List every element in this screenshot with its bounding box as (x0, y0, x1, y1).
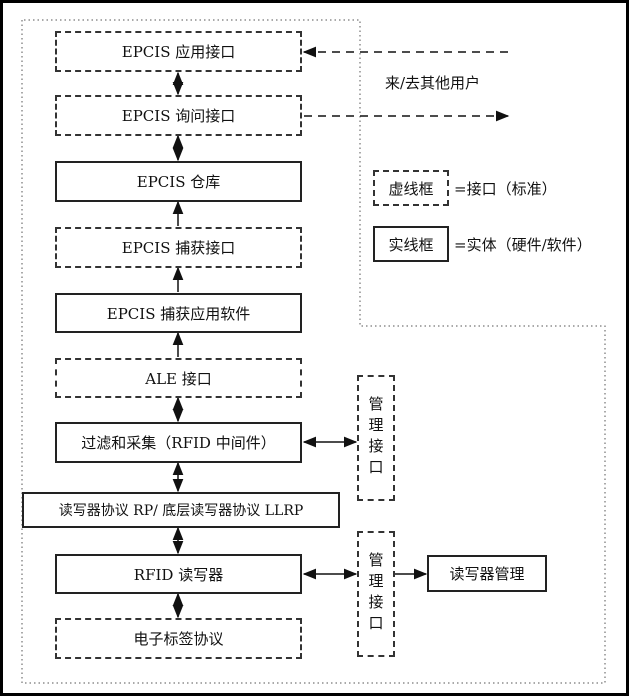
epcis-app-interface-label: EPCIS 应用接口 (121, 43, 236, 61)
reader-protocol-box: 读写器协议 RP/ 底层读写器协议 LLRP (22, 492, 340, 528)
legend-solid-box: 实线框 (373, 226, 449, 262)
epcis-query-interface-box: EPCIS 询问接口 (55, 95, 302, 136)
epcis-capture-interface-box: EPCIS 捕获接口 (55, 227, 302, 268)
epcis-app-interface-box: EPCIS 应用接口 (55, 31, 302, 72)
epcis-query-interface-label: EPCIS 询问接口 (121, 107, 236, 125)
other-users-label: 来/去其他用户 (385, 74, 481, 92)
epcis-repository-box: EPCIS 仓库 (55, 161, 302, 202)
tag-protocol-box: 电子标签协议 (55, 618, 302, 659)
mgmt-interface-box-upper: 管理接口 (357, 375, 395, 501)
ale-interface-label: ALE 接口 (145, 369, 212, 388)
rfid-reader-label: RFID 读写器 (133, 565, 224, 584)
reader-management-box: 读写器管理 (427, 555, 547, 592)
mgmt-interface-label-upper: 管理接口 (366, 396, 385, 480)
rfid-reader-box: RFID 读写器 (55, 554, 302, 594)
mgmt-interface-label-lower: 管理接口 (366, 552, 385, 636)
legend-dashed-box: 虚线框 (373, 170, 449, 206)
legend-solid-meaning: =实体（硬件/软件） (454, 236, 592, 254)
ale-interface-box: ALE 接口 (55, 358, 302, 398)
tag-protocol-label: 电子标签协议 (133, 630, 224, 648)
epcis-capture-software-label: EPCIS 捕获应用软件 (106, 304, 251, 323)
reader-protocol-label: 读写器协议 RP/ 底层读写器协议 LLRP (58, 503, 304, 519)
reader-management-label: 读写器管理 (449, 565, 525, 583)
mgmt-interface-box-lower: 管理接口 (357, 531, 395, 657)
epcis-capture-software-box: EPCIS 捕获应用软件 (55, 293, 302, 333)
filter-collect-box: 过滤和采集（RFID 中间件） (55, 422, 302, 463)
dotted-region-boundary (21, 19, 606, 684)
filter-collect-label: 过滤和采集（RFID 中间件） (81, 434, 276, 452)
epcis-capture-interface-label: EPCIS 捕获接口 (121, 239, 236, 257)
legend-solid-label: 实线框 (388, 235, 434, 254)
legend-dashed-meaning: =接口（标准） (454, 180, 557, 198)
epcis-repository-label: EPCIS 仓库 (136, 173, 221, 191)
legend-dashed-label: 虚线框 (388, 179, 434, 198)
